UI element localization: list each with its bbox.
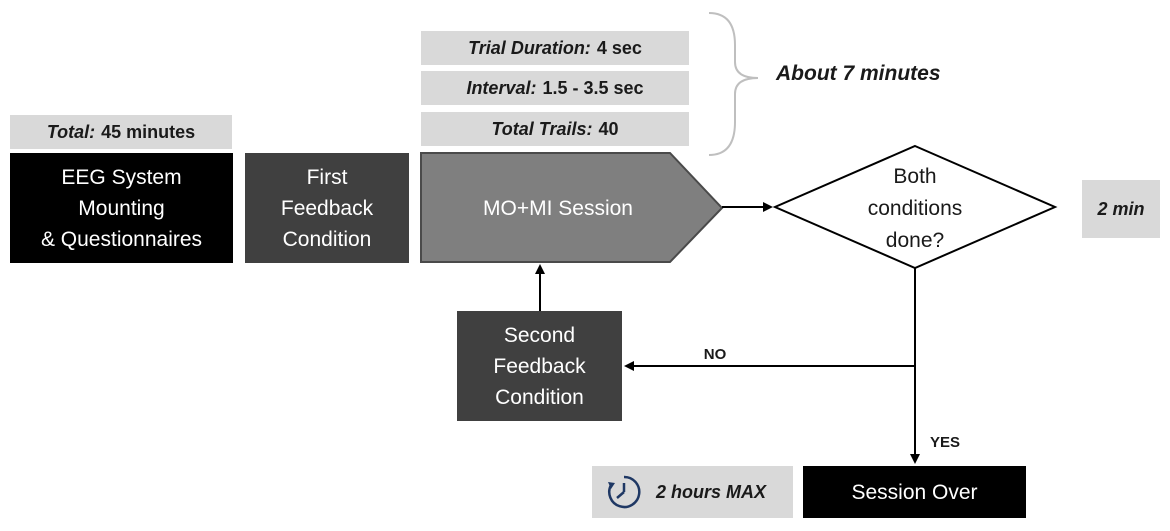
session-over-label: Session Over — [851, 480, 978, 504]
right-brace — [708, 12, 759, 156]
eeg-line-1: EEG System — [61, 165, 182, 189]
second-feedback-block: Second Feedback Condition — [457, 311, 622, 421]
second-feedback-line-2: Feedback — [493, 354, 586, 378]
total-value: 45 minutes — [101, 121, 196, 142]
total-box: Total: 45 minutes — [10, 115, 232, 149]
session-block — [420, 152, 724, 263]
session-over-block: Session Over — [803, 466, 1026, 518]
interval-label: Interval: — [466, 77, 537, 98]
first-feedback-block: First Feedback Condition — [245, 153, 409, 263]
trial-duration-value: 4 sec — [596, 37, 642, 58]
yes-label: YES — [930, 434, 960, 451]
about-time-label: About 7 minutes — [776, 62, 941, 85]
trial-duration-box: Trial Duration: 4 sec — [421, 31, 689, 65]
clock-icon — [606, 474, 642, 510]
decision-line-3: done? — [886, 229, 944, 252]
decision-line-2: conditions — [868, 197, 963, 220]
max-time-label: 2 hours MAX — [656, 481, 767, 502]
total-trails-box: Total Trails: 40 — [421, 112, 689, 146]
max-time-box: 2 hours MAX — [592, 466, 793, 518]
eeg-mounting-block: EEG System Mounting & Questionnaires — [10, 153, 233, 263]
first-feedback-line-3: Condition — [282, 227, 372, 251]
total-label: Total: — [46, 121, 96, 142]
session-label: MO+MI Session — [483, 197, 633, 220]
decision-time-label: 2 min — [1097, 198, 1145, 219]
eeg-line-2: Mounting — [78, 196, 165, 220]
interval-box: Interval: 1.5 - 3.5 sec — [421, 71, 689, 105]
decision-line-1: Both — [893, 165, 936, 188]
second-feedback-line-1: Second — [503, 323, 576, 347]
second-feedback-line-3: Condition — [495, 385, 584, 409]
interval-value: 1.5 - 3.5 sec — [542, 77, 644, 98]
eeg-line-3: & Questionnaires — [40, 227, 203, 251]
decision-time-box: 2 min — [1082, 180, 1160, 238]
first-feedback-line-2: Feedback — [280, 196, 374, 220]
total-trails-label: Total Trails: — [491, 118, 593, 139]
total-trails-value: 40 — [598, 118, 619, 139]
first-feedback-line-1: First — [306, 165, 348, 189]
trial-duration-label: Trial Duration: — [468, 37, 591, 58]
no-label: NO — [704, 346, 727, 363]
